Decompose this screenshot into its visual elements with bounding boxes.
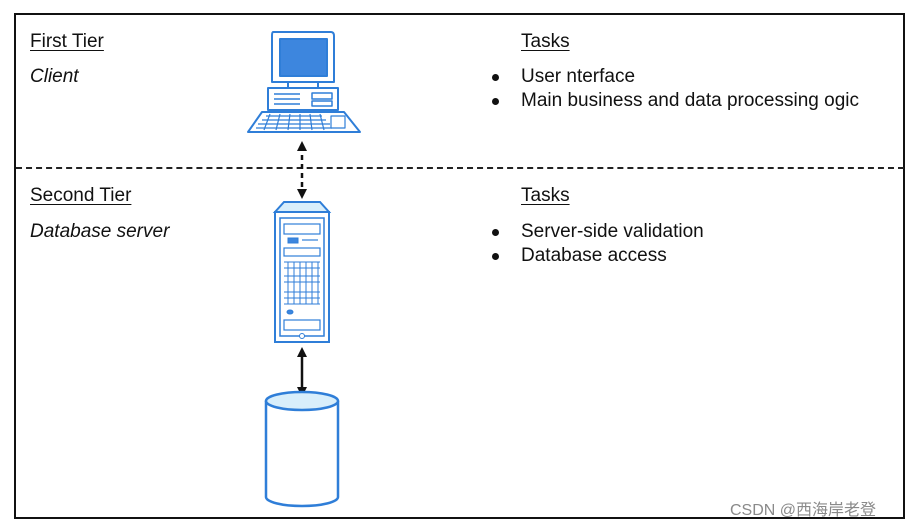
second-tier-task-list: Server-side validation Database access [491,220,704,268]
task-item-user-interface: User nterface [491,65,859,89]
tier-divider [16,167,904,169]
task-item-business-logic: Main business and data processing ogic [491,89,859,113]
server-tower-icon [272,201,332,343]
first-tier-role: Client [30,66,79,87]
client-computer-icon [247,31,361,133]
task-item-database-access: Database access [491,244,704,268]
task-item-server-validation: Server-side validation [491,220,704,244]
diagram-frame [14,13,905,519]
watermark: CSDN @西海岸老登 [730,502,877,519]
first-tier-title: First Tier [30,31,104,52]
second-tier-role: Database server [30,221,170,242]
database-cylinder-icon [264,390,340,508]
second-tier-tasks-heading: Tasks [521,185,570,206]
second-tier-title: Second Tier [30,185,132,206]
first-tier-task-list: User nterface Main business and data pro… [491,65,859,113]
first-tier-tasks-heading: Tasks [521,31,570,52]
